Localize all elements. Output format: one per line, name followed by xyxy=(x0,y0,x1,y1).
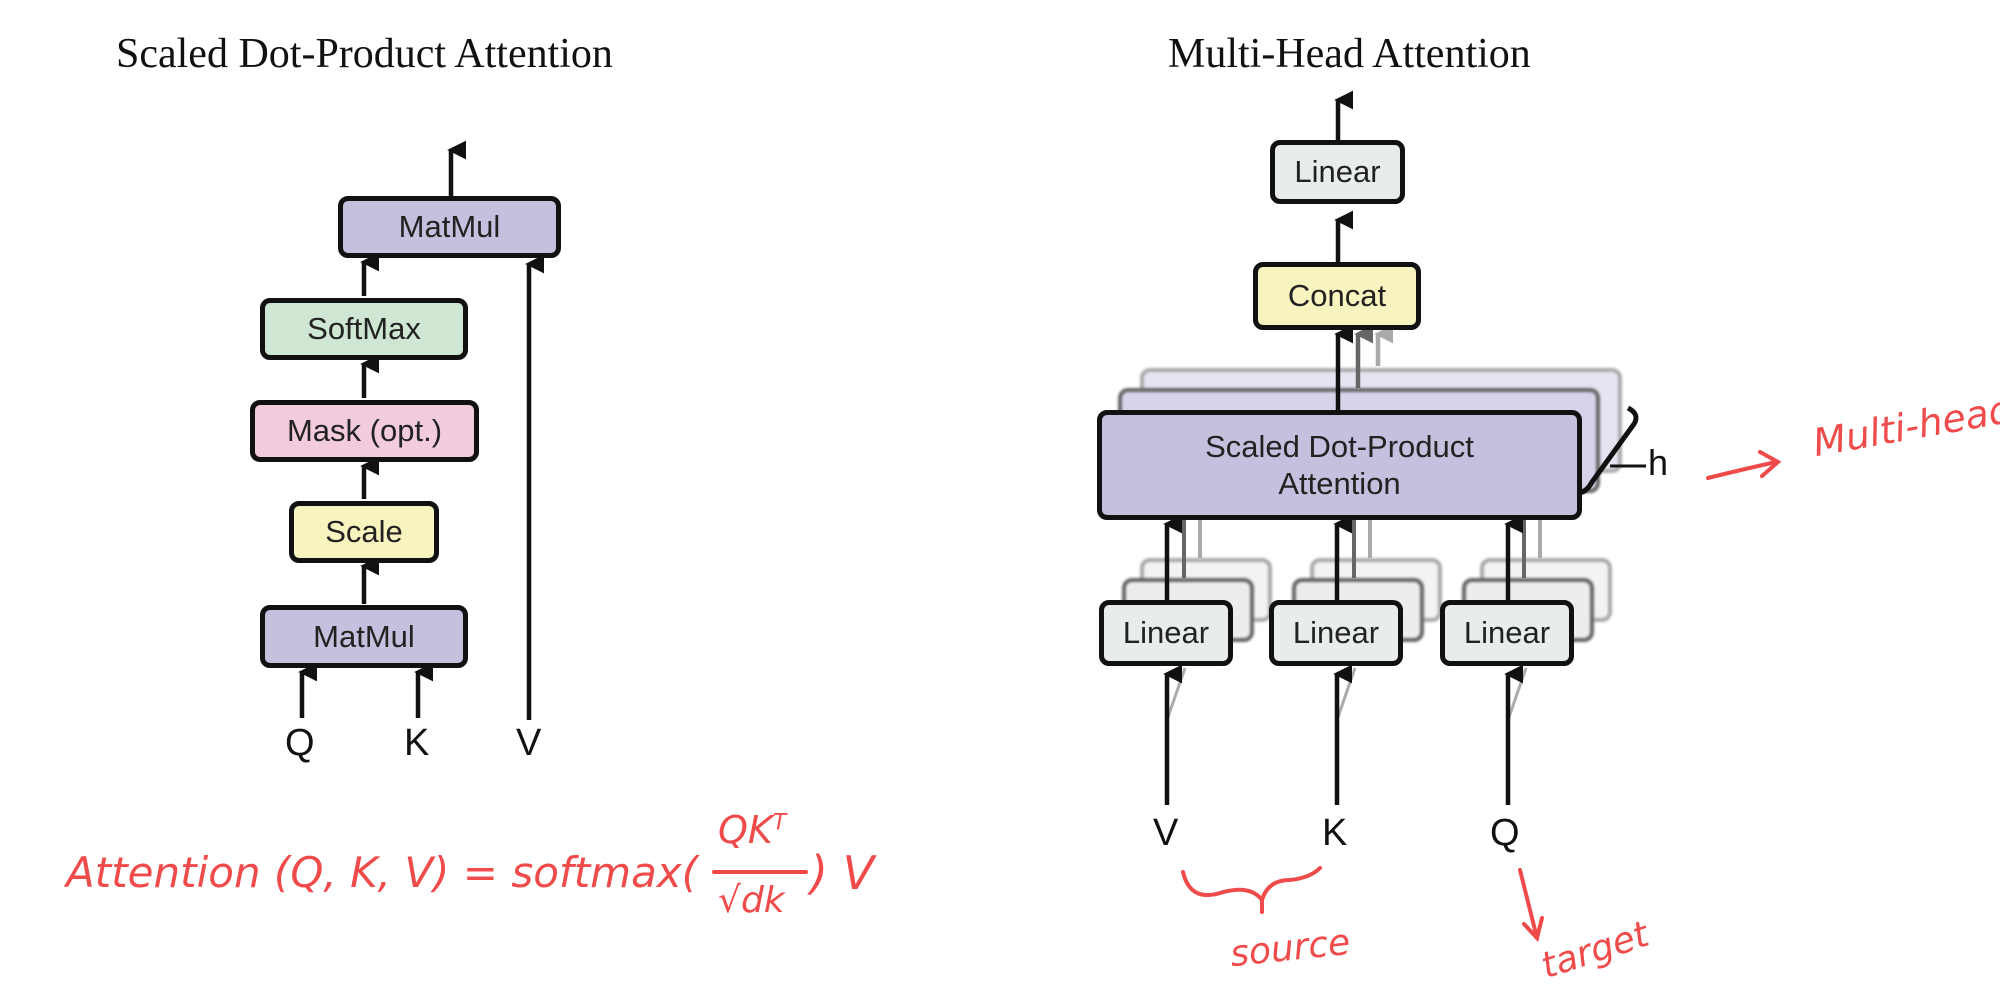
softmax-block: SoftMax xyxy=(260,298,468,360)
formula-numerator: QKT xyxy=(718,808,786,852)
matmul-bottom-block: MatMul xyxy=(260,605,468,668)
linear-top-block: Linear xyxy=(1270,140,1405,204)
mha-input-v-label: V xyxy=(1153,812,1179,854)
multihead-arrow-line xyxy=(1706,460,1778,480)
linear-v-block: Linear xyxy=(1099,600,1233,666)
input-k-label: K xyxy=(404,722,430,764)
multihead-arrow-head xyxy=(1758,450,1782,478)
formula-lhs: Attention (Q, K, V) = softmax( xyxy=(66,848,699,897)
formula-denominator: √dk xyxy=(718,880,785,921)
attention-block: Scaled Dot-Product Attention xyxy=(1097,410,1582,520)
formula-rhs: ) V xyxy=(810,846,875,900)
linear-q-block: Linear xyxy=(1440,600,1574,666)
target-arrow-head xyxy=(1522,916,1544,943)
matmul-top-block: MatMul xyxy=(338,196,561,258)
mask-block: Mask (opt.) xyxy=(250,400,479,462)
formula-numerator-qk: QK xyxy=(718,808,773,852)
formula-fraction-bar xyxy=(712,870,808,874)
source-brace xyxy=(1181,866,1322,905)
left-diagram-title: Scaled Dot-Product Attention xyxy=(116,31,613,77)
scale-block: Scale xyxy=(289,501,439,563)
concat-block: Concat xyxy=(1253,262,1421,330)
right-diagram-title: Multi-Head Attention xyxy=(1168,31,1531,77)
input-q-label: Q xyxy=(285,722,315,764)
heads-label: h xyxy=(1648,442,1669,483)
mha-input-q-label: Q xyxy=(1490,812,1520,854)
formula-superscript: T xyxy=(772,810,787,836)
input-v-label: V xyxy=(516,722,542,764)
mha-input-k-label: K xyxy=(1322,812,1348,854)
linear-k-block: Linear xyxy=(1269,600,1403,666)
target-arrow-line xyxy=(1518,868,1539,940)
